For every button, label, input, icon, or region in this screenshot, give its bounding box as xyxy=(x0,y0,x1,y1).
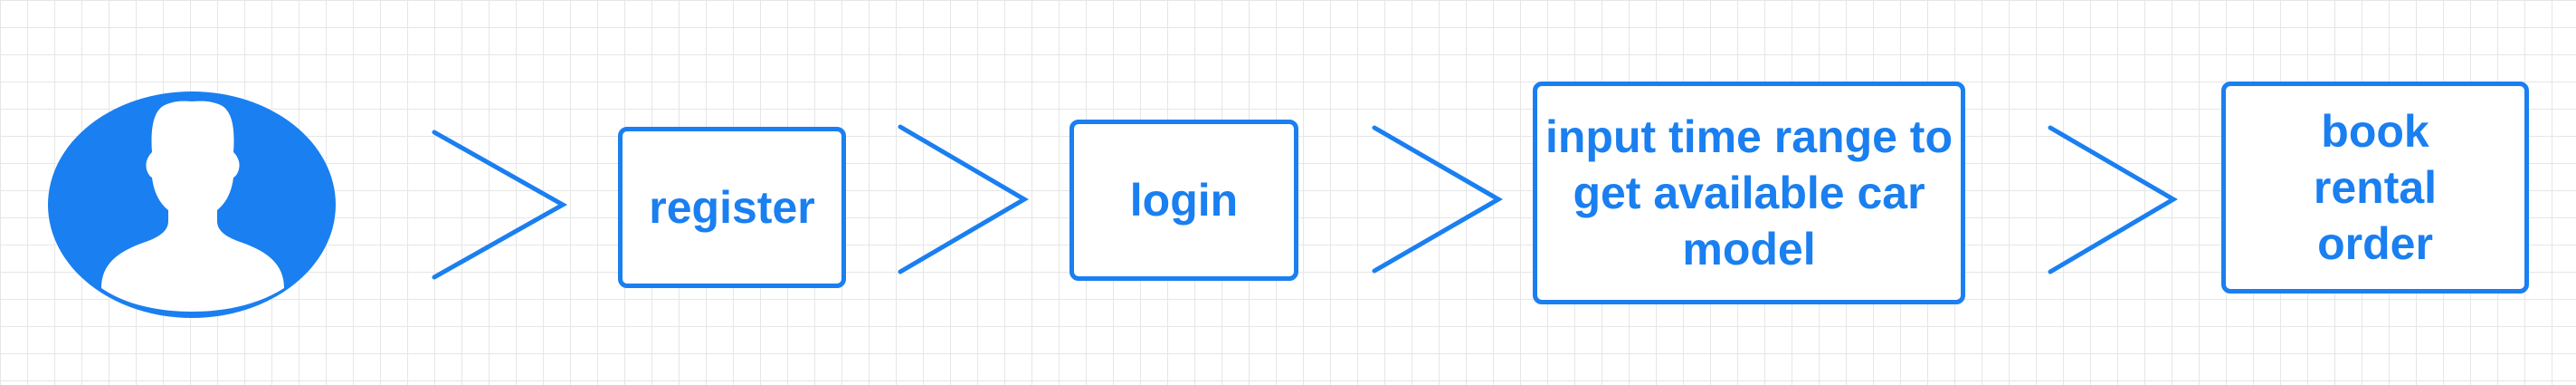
step-book-rental-order-box: book rental order xyxy=(2221,82,2529,294)
step-login-box: login xyxy=(1069,120,1298,281)
chevron-right-icon xyxy=(2048,125,2178,274)
step-book-rental-order-label: book rental order xyxy=(2313,106,2438,269)
step-login-label: login xyxy=(1129,175,1239,226)
chevron-right-icon xyxy=(898,124,1029,274)
chevron-right-icon xyxy=(432,130,568,280)
step-register-box: register xyxy=(618,127,846,288)
chevron-right-icon xyxy=(1372,125,1504,274)
step-input-time-range-box: input time range to get available car mo… xyxy=(1533,82,1965,304)
user-avatar-icon xyxy=(48,91,336,318)
step-register-label: register xyxy=(649,182,815,233)
step-input-time-range-label: input time range to get available car mo… xyxy=(1545,111,1953,274)
